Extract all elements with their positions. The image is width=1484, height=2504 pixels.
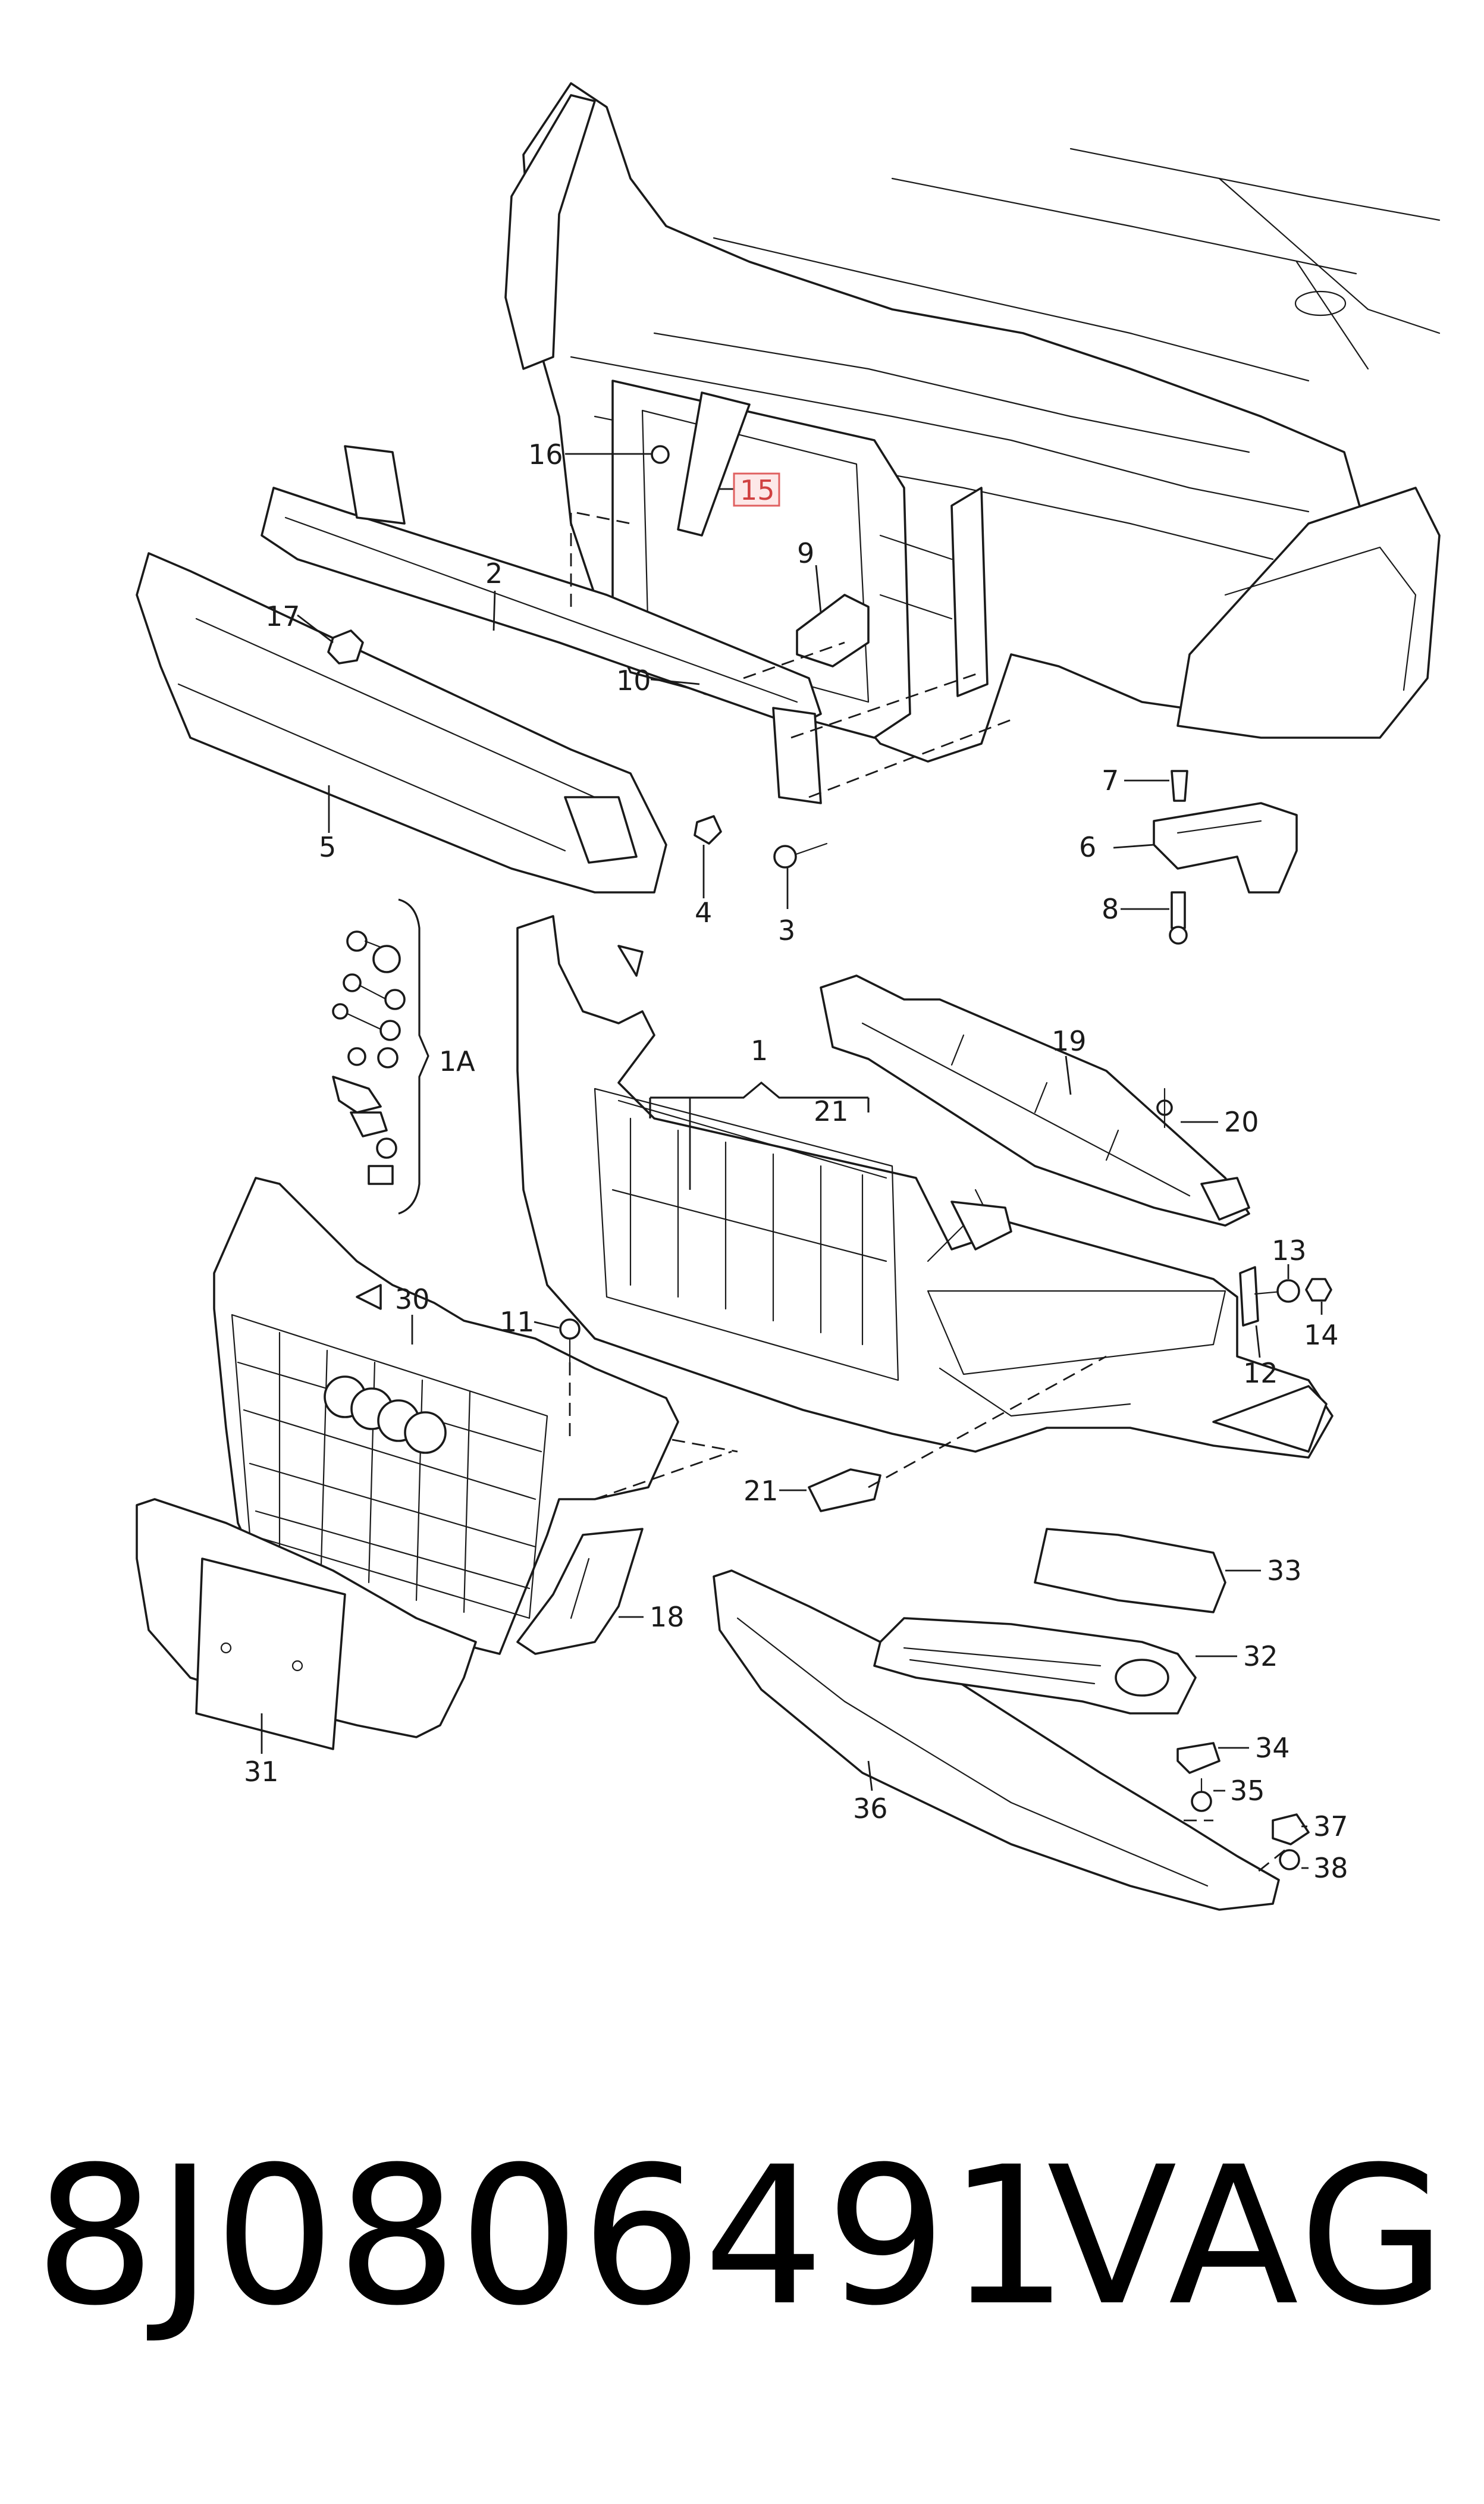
callout-12: 12 — [1243, 1357, 1278, 1389]
callout-3: 3 — [778, 914, 795, 947]
callout-34: 34 — [1255, 1732, 1290, 1764]
callout-labels: 16 15 9 2 17 10 5 4 3 7 6 8 1A 1 21 19 2… — [244, 438, 1348, 1884]
callout-14: 14 — [1304, 1319, 1339, 1351]
part-21-washer-cap — [808, 1468, 881, 1512]
callout-21-top: 21 — [814, 1095, 849, 1127]
part-7-clip — [1171, 770, 1188, 802]
part-13-washer — [1276, 1279, 1300, 1303]
callout-32: 32 — [1243, 1640, 1278, 1672]
part-35-screw — [1191, 1778, 1212, 1812]
part-1A-fastener-kit — [332, 898, 429, 1215]
part-2-bumper-beam — [261, 445, 822, 804]
callout-10: 10 — [616, 665, 651, 697]
part-18-grille-trim — [516, 1528, 644, 1655]
part-36-front-spoiler — [713, 1569, 1280, 1911]
part-3-bolt — [773, 842, 828, 869]
part-19-bumper-guide — [820, 974, 1250, 1227]
callout-16: 16 — [528, 438, 563, 471]
callout-31: 31 — [244, 1756, 279, 1788]
callout-6: 6 — [1079, 831, 1096, 863]
part-15-radiator-support — [677, 391, 751, 537]
part-16-bolt — [651, 445, 670, 464]
callout-2: 2 — [485, 557, 503, 590]
callout-36: 36 — [853, 1792, 888, 1825]
callout-13: 13 — [1272, 1234, 1307, 1267]
callout-35: 35 — [1230, 1775, 1265, 1807]
callout-21-bottom: 21 — [743, 1475, 779, 1507]
part-5-energy-absorber — [136, 552, 667, 894]
part-32-fog-lamp-grille — [873, 1617, 1197, 1715]
callout-37: 37 — [1313, 1810, 1348, 1842]
callout-33: 33 — [1267, 1555, 1302, 1587]
part-14-nut — [1305, 1278, 1332, 1302]
leader-lines — [261, 453, 1323, 1869]
callout-9: 9 — [797, 537, 814, 569]
callout-17: 17 — [265, 600, 300, 632]
part-9-bracket — [796, 594, 870, 667]
part-6-side-bracket — [1153, 802, 1298, 894]
assembly-lines — [569, 510, 1285, 1875]
part-1-bumper-cover — [516, 915, 1334, 1459]
part-8-screw — [1169, 891, 1188, 945]
callout-8: 8 — [1102, 893, 1119, 925]
part-11-screw — [559, 1318, 581, 1364]
part-34-clip — [1176, 1742, 1221, 1774]
callout-7: 7 — [1102, 764, 1119, 797]
part-number: 8J0806491 — [34, 2126, 1071, 2348]
callout-1: 1 — [751, 1035, 768, 1067]
callout-4: 4 — [695, 897, 712, 929]
part-17-nut — [327, 629, 364, 665]
callout-1A: 1A — [439, 1045, 475, 1077]
callout-5: 5 — [319, 831, 336, 863]
callout-15-highlight — [733, 472, 780, 507]
exploded-parts-diagram: 16 15 9 2 17 10 5 4 3 7 6 8 1A 1 21 19 2… — [136, 82, 1441, 1911]
brand-label: VAG — [1047, 2126, 1450, 2348]
part-31-licence-plate-holder — [136, 1498, 477, 1750]
callout-20: 20 — [1224, 1106, 1259, 1138]
part-33-fog-lamp-cover — [1034, 1528, 1226, 1613]
part-20-screw — [1156, 1088, 1173, 1129]
part-4-clip — [694, 815, 722, 845]
callout-19: 19 — [1052, 1025, 1087, 1057]
callout-38: 38 — [1313, 1852, 1348, 1884]
callout-15: 15 — [740, 474, 775, 506]
callout-11: 11 — [500, 1306, 535, 1338]
part-38-screw — [1279, 1849, 1300, 1870]
callout-30: 30 — [395, 1283, 430, 1315]
callout-18: 18 — [650, 1601, 685, 1633]
part-37-clip-nut — [1272, 1813, 1310, 1845]
